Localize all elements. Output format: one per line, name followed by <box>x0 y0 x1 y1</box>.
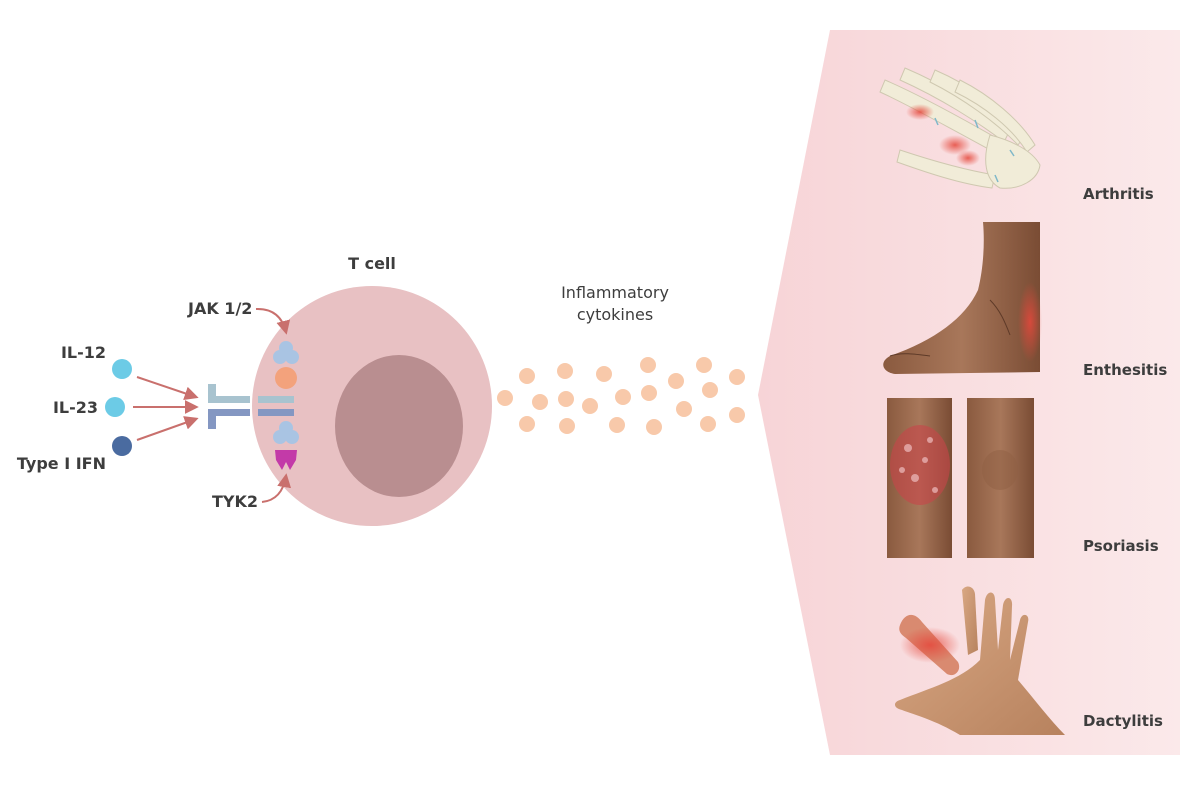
receptor-complex <box>208 384 294 429</box>
label-cytokines-line1: Inflammatory <box>561 283 669 302</box>
label-dactylitis: Dactylitis <box>1083 712 1163 730</box>
label-jak: JAK 1/2 <box>188 299 253 318</box>
cytokine-dots <box>497 357 745 435</box>
manifestations-panel <box>758 30 1180 755</box>
label-il23: IL-23 <box>52 398 98 417</box>
label-psoriasis: Psoriasis <box>1083 537 1159 555</box>
arrow-il12 <box>136 376 199 401</box>
label-tyk2: TYK2 <box>212 492 259 511</box>
ligand-il23 <box>105 397 125 417</box>
arrow-type1-ifn <box>136 416 199 441</box>
label-enthesitis: Enthesitis <box>1083 361 1168 379</box>
ligand-type1-ifn <box>112 436 132 456</box>
swollen-finger-hand-icon <box>894 586 1065 735</box>
label-t-cell: T cell <box>348 254 396 273</box>
jak-kinase <box>273 341 299 389</box>
label-type1-ifn: Type I IFN <box>16 454 106 473</box>
label-cytokines-line2: cytokines <box>576 305 654 324</box>
hand-skeleton-icon <box>879 67 1041 189</box>
arrow-jak <box>255 307 291 335</box>
foot-heel-icon <box>883 222 1042 374</box>
label-il12: IL-12 <box>60 343 106 362</box>
ligand-il12 <box>112 359 132 379</box>
label-arthritis: Arthritis <box>1083 185 1154 203</box>
psoriatic-knees-icon <box>887 398 1034 558</box>
arrow-tyk2 <box>261 473 292 503</box>
tyk2-kinase <box>273 421 299 470</box>
t-cell-nucleus <box>335 355 463 497</box>
